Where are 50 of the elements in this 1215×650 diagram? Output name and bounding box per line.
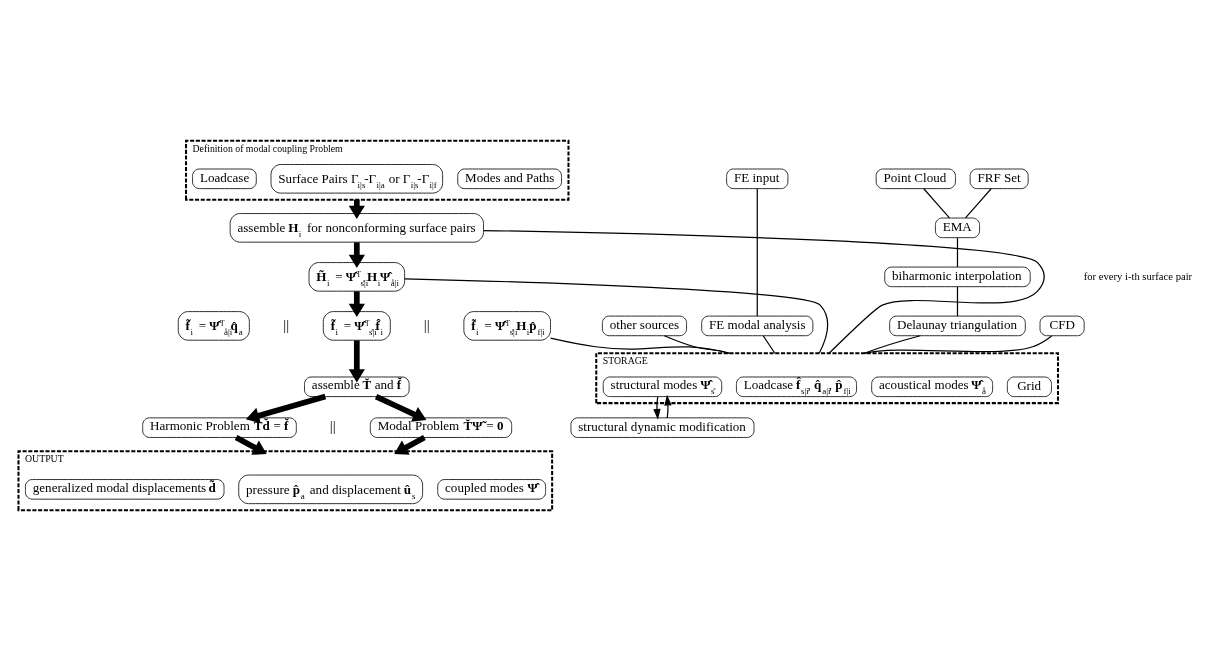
label: for every i-th surface pair	[1083, 270, 1193, 282]
arrow	[653, 395, 661, 420]
node-box: Grid	[1006, 376, 1052, 397]
node-box: biharmonic interpolation	[884, 266, 1031, 287]
arrow	[394, 434, 426, 455]
node-box: assemble H$_{i}$ for nonconforming surface pairs	[229, 212, 484, 243]
label: ||	[329, 417, 336, 434]
connector	[663, 334, 731, 354]
node-box: pressure p̂$_{a}$ and displacement û$_{s}$	[238, 474, 423, 504]
node-box: structural modes Ψ̂$_{s̊}$	[602, 376, 723, 397]
node-box: Harmonic Problem T̆d̆ = f̆	[142, 416, 297, 438]
label: ||	[283, 316, 290, 332]
node-box: generalized modal displacements d̃	[25, 478, 225, 500]
node-box: EMA	[935, 217, 980, 238]
node-box: f̃$_{i}$ = Ψ̂$^{T}$$_{s̊|i}$H$_{i}$p̂$_{f|i}$	[463, 310, 551, 341]
node-box: CFD	[1039, 315, 1085, 336]
connector	[762, 334, 776, 354]
connector	[483, 229, 1045, 354]
node-box: coupled modes Ψ̂	[437, 478, 546, 500]
node-box: Delaunay triangulation	[889, 315, 1026, 336]
node-box: structural dynamic modification	[570, 416, 755, 438]
connector	[964, 187, 992, 219]
node-box: f̃$_{i}$ = Ψ̂$^{T}$$_{å|i}$q̂$_{a}$	[177, 310, 250, 341]
connector	[956, 236, 959, 268]
label: ||	[423, 316, 430, 332]
node-box: FE modal analysis	[701, 315, 814, 336]
node-box: Surface Pairs Γ$_{i|s}$-Γ$_{i|a}$ or Γ$_{i|s}$-Γ$_{i|f}$	[270, 163, 444, 193]
node-box: Modes and Paths	[457, 168, 562, 189]
node-box: assemble T̆ and f̆	[304, 376, 410, 397]
arrow	[348, 241, 365, 268]
connector	[756, 187, 758, 317]
connector	[863, 334, 1053, 354]
arrow	[234, 434, 267, 455]
node-box: H̃$_{i}$ = Ψ̂$^{T}$$_{s̊|i}$H$_{i}$Ψ̂$_{å|i}$	[308, 261, 406, 292]
node-box: FE input	[726, 168, 789, 189]
node-box: Modal Problem T̆Ψ̃ = 0	[369, 416, 513, 438]
node-box: Loadcase f̂$_{s|i}$, q̂$_{a|i}$, p̂$_{f|i}$	[736, 376, 857, 397]
node-box: Point Cloud	[875, 168, 956, 189]
connector	[923, 187, 951, 219]
arrow	[664, 394, 672, 418]
connector	[404, 277, 829, 354]
node-box: acoustical modes Ψ̂$_{å}$	[871, 376, 994, 397]
node-box: FRF Set	[969, 168, 1029, 189]
connector	[956, 285, 959, 317]
arrow	[245, 393, 327, 423]
arrow	[348, 339, 365, 382]
arrow	[348, 290, 365, 317]
node-box: other sources	[602, 315, 687, 336]
node-box: f̃$_{i}$ = Ψ̂$^{T}$$_{s̊|i}$f̂$_{i}$	[322, 310, 391, 341]
node-box: Loadcase	[192, 168, 257, 189]
